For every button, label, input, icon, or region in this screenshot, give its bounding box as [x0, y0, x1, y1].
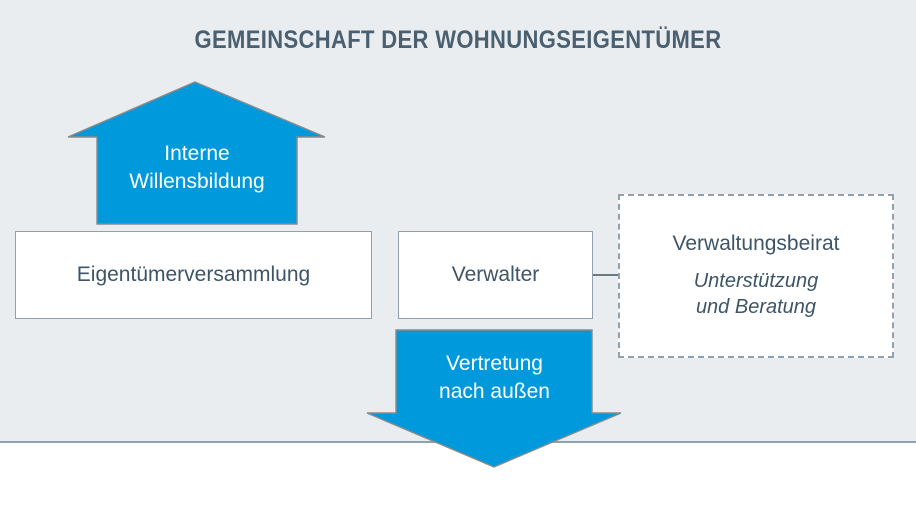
box-label: Verwalter	[451, 263, 540, 286]
box-label: Eigentümerversammlung	[76, 263, 311, 286]
box-verwaltungsbeirat: Verwaltungsbeirat Unterstützung und Bera…	[618, 194, 894, 358]
arrow-interne-willensbildung	[67, 81, 326, 225]
arrow-vertretung-nach-aussen	[366, 329, 622, 468]
arrow-label-line-1: Interne	[164, 142, 230, 165]
arrow-label-line-2: Willensbildung	[129, 169, 265, 193]
box-eigentuemerversammlung: Eigentümerversammlung	[15, 231, 372, 319]
box-label: Verwaltungsbeirat	[672, 231, 840, 255]
arrow-label-interne-willensbildung: Interne Willensbildung	[97, 140, 297, 195]
page-title: GEMEINSCHAFT DER WOHNUNGSEIGENTÜMER	[194, 26, 722, 54]
box-subtitle: Unterstützung und Beratung	[694, 268, 819, 321]
arrow-label-line-1: Vertretung	[446, 352, 543, 375]
arrow-label-vertretung-nach-aussen: Vertretung nach außen	[396, 350, 593, 405]
box-subtitle-line-1: Unterstützung	[693, 269, 819, 292]
box-subtitle-line-2: und Beratung	[695, 296, 817, 318]
arrow-label-line-2: nach außen	[439, 379, 550, 403]
box-verwalter: Verwalter	[398, 231, 593, 319]
